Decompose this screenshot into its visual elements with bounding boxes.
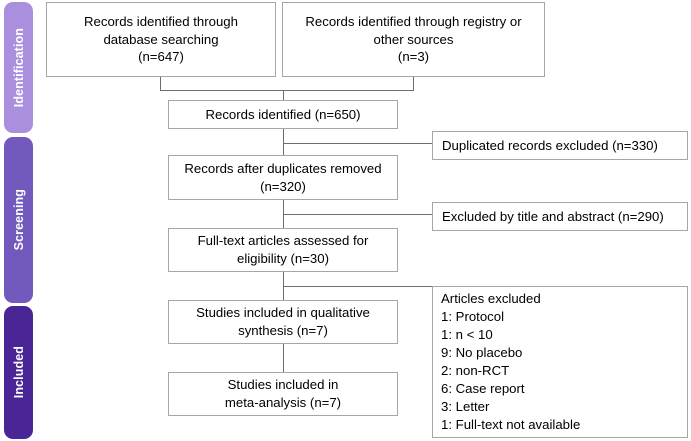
box-label: Records identified (n=650) [205,106,360,124]
box-label-line: database searching [103,31,219,47]
box-label-line: Records identified through registry or [305,13,522,29]
box-label: Articles excluded 1: Protocol 1: n < 10 9: … [441,290,681,434]
connector-identified-down [283,129,284,155]
box-label-line: 9: No placebo [441,344,523,360]
box-records-after-duplicates: Records after duplicates removed (n=320) [168,155,398,200]
connector-registry-down [413,77,414,90]
box-records-identified: Records identified (n=650) [168,100,398,129]
box-label: Full-text articles assessed for eligibili… [198,232,369,268]
box-label-line: (n=320) [260,178,306,194]
box-fulltext-articles-assessed: Full-text articles assessed for eligibili… [168,228,398,272]
box-label-line: Studies included in [227,377,339,393]
box-duplicated-records-excluded: Duplicated records excluded (n=330) [432,131,688,160]
box-label-line: Full-text articles assessed for [197,233,369,249]
box-label-line: other sources [373,31,454,47]
box-label: Excluded by title and abstract (n=290) [442,208,664,226]
box-label-line: Records after duplicates removed [184,160,382,176]
stage-band-screening: Screening [4,137,33,303]
box-label: Duplicated records excluded (n=330) [442,137,658,155]
box-meta-analysis: Studies included in meta-analysis (n=7) [168,372,398,416]
connector-branch-duplicates [283,143,432,144]
stage-band-included: Included [4,306,33,439]
box-label-line: Studies included in qualitative [196,305,370,321]
box-label-line: Excluded by title and abstract (n=290) [442,208,664,224]
stage-band-identification: Identification [4,2,33,133]
box-label-line: (n=3) [397,49,430,65]
connector-merge-to-identified [283,90,284,100]
connector-db-down [160,77,161,90]
connector-branch-articles-excluded [283,286,432,287]
box-label-line: 3: Letter [441,398,490,414]
box-label-line: Articles excluded [441,291,541,306]
box-label-line: 6: Case report [441,380,525,396]
box-label-line: synthesis (n=7) [238,323,328,338]
stage-band-label: Included [11,346,26,399]
box-label-line: Records identified through [84,13,238,29]
connector-branch-title-abstract [283,214,432,215]
box-label-line: 1: Protocol [441,308,505,324]
box-excluded-title-abstract: Excluded by title and abstract (n=290) [432,202,688,231]
box-label-line: Records identified (n=650) [205,106,361,122]
connector-qualitative-down [283,344,284,372]
box-label-line: 1: n < 10 [441,326,493,342]
box-label-line: eligibility (n=30) [236,251,329,266]
box-label: Records identified through database searc… [84,13,238,67]
box-label-line: (n=647) [138,49,184,65]
stage-band-label: Identification [11,27,26,108]
box-label: Records after duplicates removed (n=320) [184,160,381,196]
box-records-database-searching: Records identified through database searc… [46,2,276,77]
connector-top-merge [160,90,414,91]
box-label-line: 1: Full-text not available [441,416,581,432]
box-label: Studies included in meta-analysis (n=7) [225,376,341,412]
box-label-line: meta-analysis (n=7) [224,395,342,410]
box-label: Studies included in qualitative synthesis… [196,304,370,340]
box-articles-excluded: Articles excluded 1: Protocol 1: n < 10 9: … [432,286,688,438]
box-label-line: Duplicated records excluded (n=330) [442,137,658,153]
box-qualitative-synthesis: Studies included in qualitative synthesis… [168,300,398,344]
box-records-registry-sources: Records identified through registry or ot… [282,2,545,77]
box-label: Records identified through registry or ot… [305,13,521,67]
stage-band-label: Screening [11,189,26,251]
box-label-line: 2: non-RCT [441,362,510,378]
